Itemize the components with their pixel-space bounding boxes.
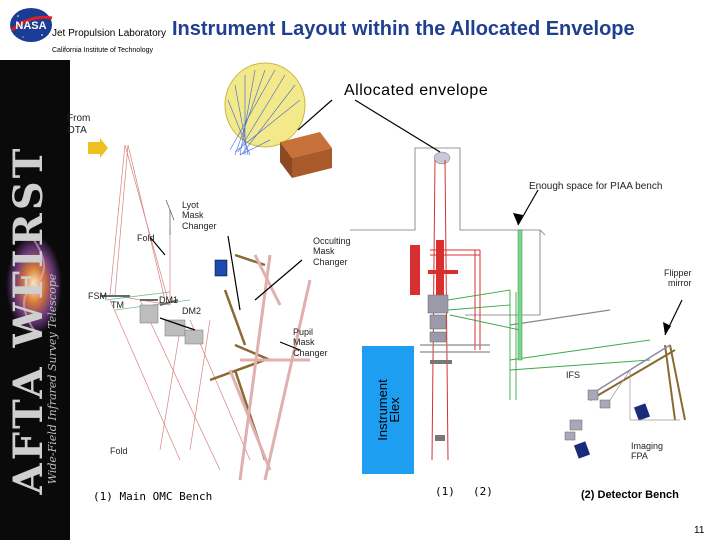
- marker-1-label: (1): [435, 485, 455, 498]
- instrument-elex-box: [362, 346, 414, 474]
- pupil-mask-changer-label: Pupil Mask Changer: [293, 327, 328, 358]
- main-omc-bench-label: (1) Main OMC Bench: [93, 490, 213, 503]
- lyot-mask-changer-label: Lyot Mask Changer: [182, 200, 217, 231]
- detector-bench-label: (2) Detector Bench: [581, 489, 679, 501]
- instrument-tower: [410, 151, 651, 461]
- institute-name: California Institute of Technology: [52, 47, 154, 54]
- allocated-envelope-outline: [350, 147, 546, 316]
- main-omc-bench: [100, 144, 312, 481]
- header-bar: [0, 0, 720, 60]
- fsm-label: FSM: [88, 291, 107, 301]
- from-ota-arrow: [88, 138, 108, 158]
- marker-2-label: (2): [473, 485, 493, 498]
- allocated-envelope-label: Allocated envelope: [344, 82, 489, 99]
- fold-label-top: Fold: [137, 233, 155, 243]
- instrument-box-3d: [280, 132, 332, 178]
- imaging-fpa-label: Imaging FPA: [631, 441, 664, 462]
- fold-label-bottom: Fold: [110, 446, 128, 456]
- tm-label: TM: [111, 300, 124, 310]
- flipper-mirror-label: Flipper mirror: [664, 268, 692, 289]
- occulting-mask-changer-label: Occulting Mask Changer: [313, 236, 351, 267]
- galaxy-image: [6, 235, 62, 335]
- sidebar-subtitle: Wide-Field Infrared Survey Telescope: [46, 273, 59, 485]
- page-number: 11: [694, 525, 705, 536]
- dm2-label: DM2: [182, 306, 202, 316]
- ifs-label: IFS: [566, 370, 581, 380]
- page-title: Instrument Layout within the Allocated E…: [172, 18, 635, 40]
- dm1-label: DM1: [159, 295, 179, 305]
- detector-bench: [564, 344, 686, 459]
- instrument-diagram: [88, 62, 686, 481]
- svg-text:NASA: NASA: [15, 20, 46, 32]
- nasa-logo: NASA: [10, 8, 53, 42]
- instrument-elex-label: Instrument Elex: [375, 379, 402, 441]
- piaa-space-label: Enough space for PIAA bench: [529, 181, 663, 192]
- from-ota-label: From OTA: [67, 113, 91, 136]
- lab-name: Jet Propulsion Laboratory: [52, 28, 166, 39]
- pointer-lines: [149, 99, 683, 351]
- telescope-beam-fan: [224, 62, 306, 156]
